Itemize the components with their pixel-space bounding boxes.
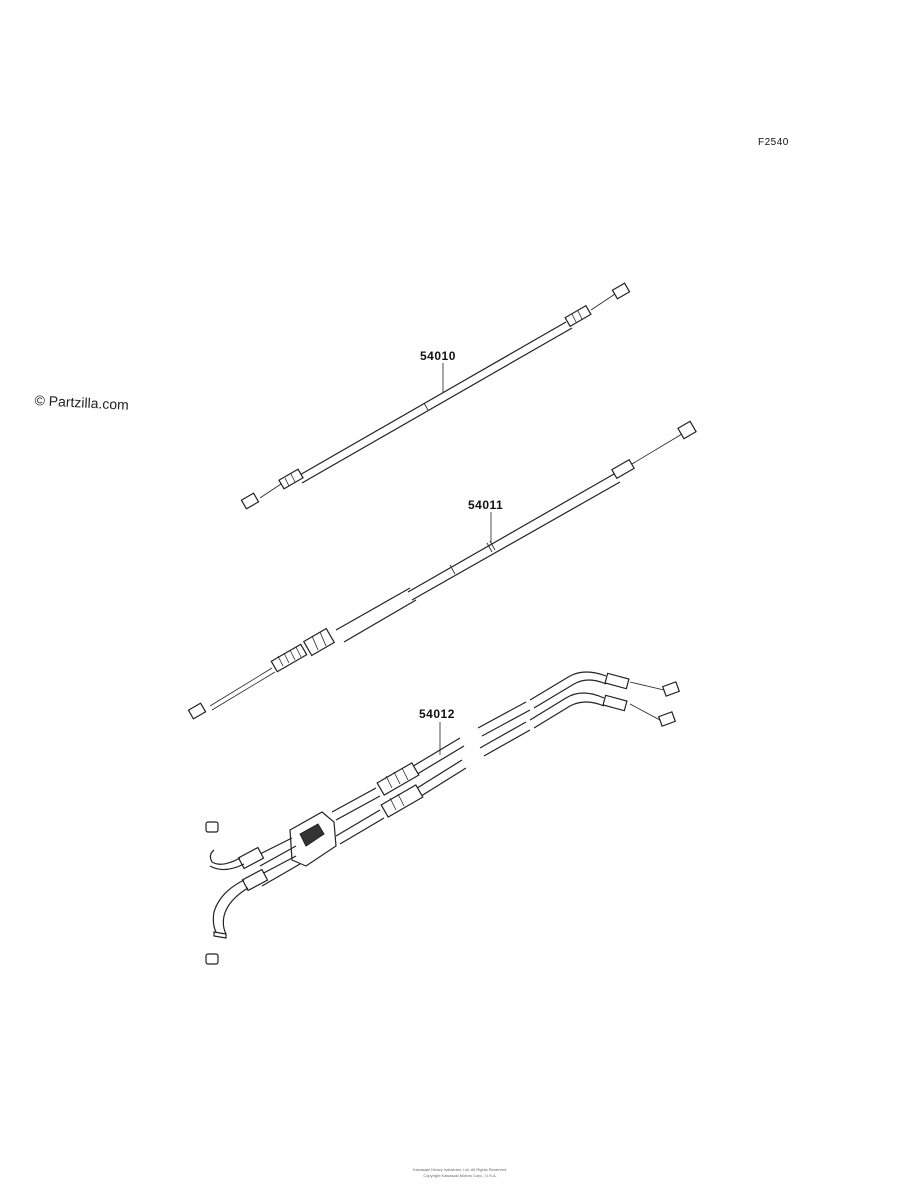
end-cap xyxy=(205,953,219,965)
figure-code: F2540 xyxy=(758,137,789,148)
callout-54011[interactable]: 54011 xyxy=(468,498,504,512)
cable-adjuster xyxy=(278,468,304,490)
callout-54010[interactable]: 54010 xyxy=(420,349,456,363)
cable-end-nipple xyxy=(677,420,697,440)
cable-54010[interactable] xyxy=(240,282,631,510)
cable-end-nipple xyxy=(657,711,677,727)
cable-adjuster xyxy=(302,627,336,657)
footer-line-2: Copyright Kawasaki Motors Corp., U.S.A. xyxy=(423,1173,497,1178)
cable-end-nipple xyxy=(661,681,681,697)
cable-end-nipple xyxy=(187,702,207,720)
cable-54012[interactable] xyxy=(205,671,681,965)
footer-line-1: Kawasaki Heavy Industries, Ltd. All Righ… xyxy=(412,1167,508,1172)
copyright-footer: Kawasaki Heavy Industries, Ltd. All Righ… xyxy=(340,1167,580,1179)
cable-54011[interactable] xyxy=(187,420,697,720)
cable-end-nipple xyxy=(611,282,631,300)
cable-adjuster xyxy=(564,304,592,328)
end-cap xyxy=(205,821,219,833)
callout-54012[interactable]: 54012 xyxy=(419,707,455,721)
cable-end-nipple xyxy=(240,492,260,510)
